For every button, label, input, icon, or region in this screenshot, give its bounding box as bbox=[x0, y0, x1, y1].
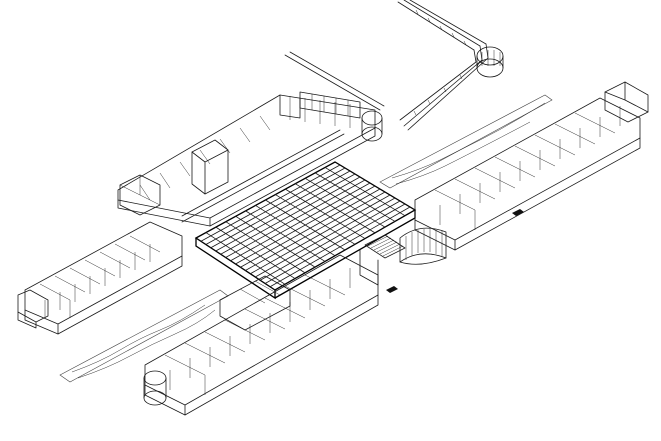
roof-grid-line bbox=[210, 170, 351, 249]
roof-grid-line bbox=[264, 203, 406, 284]
roof-grid-line bbox=[205, 167, 346, 245]
ground-strip-lower bbox=[59, 289, 229, 383]
ground-strip-upper bbox=[379, 94, 553, 189]
lower-left-wing bbox=[17, 221, 183, 335]
rotunda-stair bbox=[476, 46, 504, 78]
roof-grid-line bbox=[225, 179, 366, 258]
roof-grid-line bbox=[249, 194, 391, 275]
roof-grid-line bbox=[244, 191, 386, 271]
roof-grid-line bbox=[235, 185, 376, 265]
roof-grid-line bbox=[200, 164, 341, 242]
upper-left-wing bbox=[117, 91, 383, 227]
roof-grid-line bbox=[254, 197, 396, 278]
entrance-rotunda bbox=[399, 227, 447, 265]
right-wing bbox=[386, 81, 649, 293]
main-entrance-stair bbox=[359, 234, 406, 286]
roof-grid-line bbox=[269, 206, 411, 288]
roof-grid-line bbox=[220, 176, 361, 255]
roof-grid-line bbox=[230, 182, 371, 262]
lower-center-wing bbox=[143, 254, 379, 416]
roof-grid-line bbox=[215, 173, 356, 252]
roof-grid-line bbox=[240, 188, 381, 268]
roof-grid-line bbox=[259, 200, 401, 281]
